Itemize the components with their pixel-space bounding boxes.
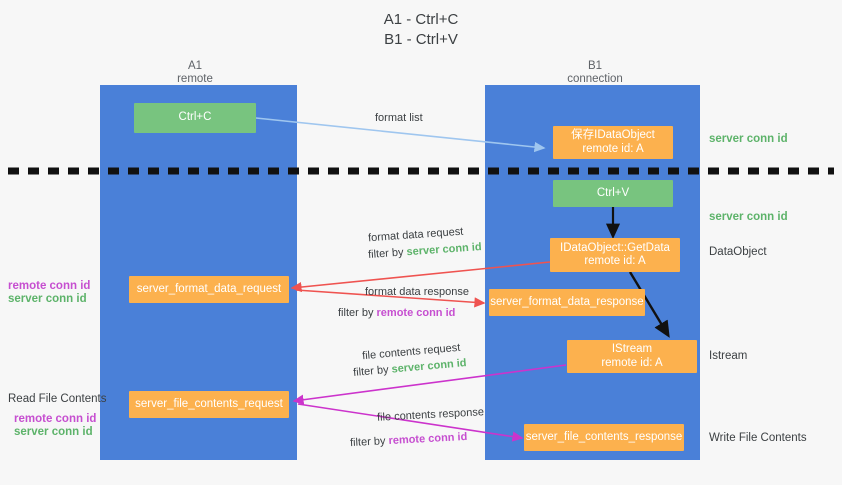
caption-server-conn-id-mid: server conn id <box>709 211 788 223</box>
column-header-a1: A1 remote <box>140 60 250 86</box>
label-file-contents-response-filter-prefix: filter by <box>349 435 389 450</box>
node-server-format-data-response-label: server_format_data_response <box>490 295 644 308</box>
label-format-data-request-filter-value: server conn id <box>406 241 482 259</box>
node-ctrl-c[interactable]: Ctrl+C <box>134 103 256 133</box>
page-title: A1 - Ctrl+C B1 - Ctrl+V <box>0 10 842 50</box>
node-server-file-contents-request-label: server_file_contents_request <box>135 397 283 410</box>
title-line-2: B1 - Ctrl+V <box>384 31 458 48</box>
node-istream[interactable]: IStream remote id: A <box>567 340 697 373</box>
caption-read-file-contents: Read File Contents <box>8 393 107 405</box>
label-file-contents-response: file contents response <box>376 406 485 424</box>
column-header-b1-sub: connection <box>567 73 623 85</box>
node-server-file-contents-response[interactable]: server_file_contents_response <box>524 424 684 451</box>
node-server-format-data-request[interactable]: server_format_data_request <box>129 276 289 303</box>
node-server-file-contents-response-label: server_file_contents_response <box>525 430 683 443</box>
label-format-data-response-filter: filter by remote conn id <box>338 306 455 320</box>
node-istream-line1: IStream <box>611 343 653 355</box>
caption-write-file-contents: Write File Contents <box>709 432 807 444</box>
node-save-idataobject[interactable]: 保存IDataObject remote id: A <box>553 126 673 159</box>
label-format-list: format list <box>375 112 423 124</box>
caption-remote-conn-id-mid: remote conn id <box>8 280 91 292</box>
caption-server-conn-id-bottom: server conn id <box>14 426 93 438</box>
node-idataobject-getdata[interactable]: IDataObject::GetData remote id: A <box>550 238 680 272</box>
node-save-idataobject-line1: 保存IDataObject <box>571 129 655 141</box>
label-format-data-request-filter-prefix: filter by <box>367 246 407 261</box>
label-file-contents-response-filter-value: remote conn id <box>388 430 468 448</box>
caption-dataobject: DataObject <box>709 246 767 258</box>
title-line-1: A1 - Ctrl+C <box>383 11 459 28</box>
caption-remote-conn-id-bottom: remote conn id <box>14 413 97 425</box>
node-idataobject-getdata-line2: remote id: A <box>584 255 646 267</box>
label-file-contents-response-filter: filter by remote conn id <box>350 430 468 450</box>
label-file-contents-request-filter-value: server conn id <box>391 357 468 376</box>
node-server-format-data-response[interactable]: server_format_data_response <box>489 289 645 316</box>
label-format-data-response-filter-prefix: filter by <box>338 307 377 319</box>
node-save-idataobject-line2: remote id: A <box>582 142 644 155</box>
node-ctrl-v-label: Ctrl+V <box>596 186 630 199</box>
label-file-contents-request-filter-prefix: filter by <box>352 363 393 379</box>
caption-server-conn-id-left-mid: server conn id <box>8 293 87 305</box>
caption-istream: Istream <box>709 350 748 362</box>
column-header-a1-sub: remote <box>177 73 213 85</box>
column-header-a1-name: A1 <box>187 60 203 72</box>
label-format-data-response-filter-value: remote conn id <box>376 307 456 319</box>
column-header-b1: B1 connection <box>540 60 650 86</box>
caption-server-conn-id-top: server conn id <box>709 133 788 145</box>
node-ctrl-v[interactable]: Ctrl+V <box>553 180 673 207</box>
node-ctrl-c-label: Ctrl+C <box>178 111 212 124</box>
node-server-format-data-request-label: server_format_data_request <box>136 282 282 295</box>
node-istream-line2: remote id: A <box>601 356 663 369</box>
node-server-file-contents-request[interactable]: server_file_contents_request <box>129 391 289 418</box>
node-idataobject-getdata-line1: IDataObject::GetData <box>560 241 670 254</box>
column-header-b1-name: B1 <box>587 60 603 72</box>
label-format-data-response: format data response <box>365 286 469 298</box>
